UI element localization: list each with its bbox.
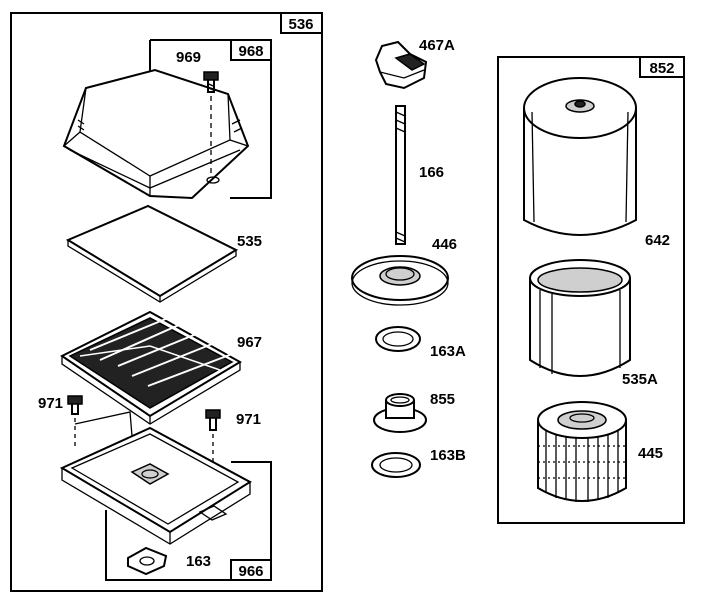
washer-446-label: 446 — [432, 236, 457, 253]
prescreen-535a-label: 535A — [622, 371, 658, 388]
stud-166-label: 166 — [419, 164, 444, 181]
prescreen-535a: 535A — [529, 259, 658, 388]
cover-group-968-box: 968 — [149, 39, 272, 199]
cartridge-group-852-label: 852 — [649, 60, 674, 77]
knob-467a: 467A — [374, 37, 455, 90]
knob-467a-label: 467A — [419, 37, 455, 54]
element-967-label: 967 — [237, 334, 262, 351]
cover-group-968-label: 968 — [238, 43, 263, 60]
air-cleaner-cover — [62, 68, 250, 200]
cartridge-445-label: 445 — [638, 445, 663, 462]
screw-971-left: 971 — [38, 395, 83, 446]
washer-446: 446 — [351, 236, 457, 306]
seal-535: 535 — [65, 204, 262, 303]
base-group-966-label: 966 — [238, 563, 263, 580]
cartridge-group-852-box: 852 — [497, 56, 685, 524]
filter-element-967: 967 — [60, 310, 262, 425]
cover-642-label: 642 — [645, 232, 670, 249]
seal-163b-label: 163B — [430, 447, 466, 464]
assembly-536-box: 536 — [10, 12, 323, 592]
seal-163b: 163B — [371, 447, 466, 478]
stud-166: 166 — [395, 105, 444, 245]
grommet-855-label: 855 — [430, 391, 455, 408]
assembly-536-label: 536 — [288, 16, 313, 33]
screw-969-label: 969 — [176, 49, 201, 66]
screw-971-right: 971 — [205, 409, 261, 466]
air-cleaner-base — [59, 426, 252, 545]
screw-971-right-label: 971 — [236, 411, 261, 428]
screw-969: 969 — [176, 49, 219, 176]
seal-163a-label: 163A — [430, 343, 466, 360]
gasket-163-label: 163 — [186, 553, 211, 570]
gasket-163: 163 — [127, 546, 211, 576]
leader-dashed — [74, 411, 133, 437]
seal-535-label: 535 — [237, 233, 262, 250]
seal-163a: 163A — [375, 326, 466, 360]
grommet-855: 855 — [373, 391, 455, 433]
screw-971-left-label: 971 — [38, 395, 63, 412]
cartridge-445: 445 — [537, 401, 663, 502]
cover-642: 642 — [523, 77, 670, 249]
base-group-966-box: 966 — [105, 461, 272, 581]
